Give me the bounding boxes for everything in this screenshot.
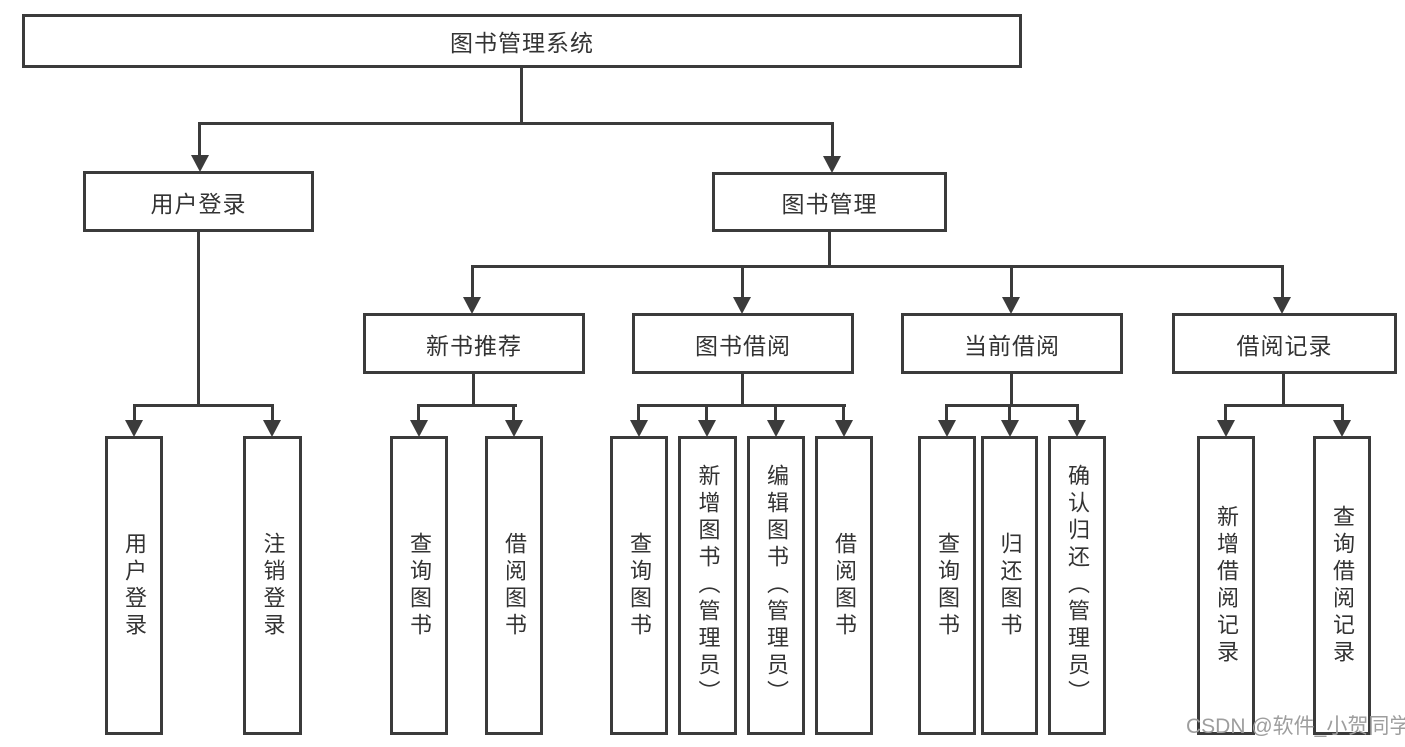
node-book-management: 图书管理	[712, 172, 947, 232]
leaf-query-books-borrow: 查询图书	[610, 436, 668, 735]
arrow-down-icon	[191, 155, 209, 172]
connector-line	[741, 374, 744, 407]
arrow-down-icon	[125, 420, 143, 437]
connector-line	[417, 404, 420, 422]
leaf-label: 查询图书	[935, 531, 960, 640]
leaf-confirm-return-admin: 确认归还（管理员）	[1048, 436, 1106, 735]
arrow-down-icon	[698, 420, 716, 437]
arrow-down-icon	[767, 420, 785, 437]
leaf-label: 确认归还（管理员）	[1065, 464, 1090, 707]
connector-line	[472, 374, 475, 407]
connector-line	[1281, 265, 1284, 299]
arrow-down-icon	[630, 420, 648, 437]
connector-line	[842, 404, 845, 422]
connector-line	[417, 404, 517, 407]
leaf-borrow-books: 借阅图书	[815, 436, 873, 735]
connector-line	[198, 122, 201, 159]
node-label: 借阅记录	[1236, 332, 1333, 359]
connector-line	[1010, 374, 1013, 407]
leaf-label: 新增借阅记录	[1214, 504, 1239, 667]
leaf-label: 编辑图书（管理员）	[764, 464, 789, 707]
connector-line	[198, 122, 834, 125]
connector-line	[1010, 265, 1013, 299]
connector-line	[471, 265, 474, 299]
leaf-label: 查询图书	[627, 531, 652, 640]
connector-line	[520, 68, 523, 124]
arrow-down-icon	[1217, 420, 1235, 437]
arrow-down-icon	[938, 420, 956, 437]
leaf-label: 新增图书（管理员）	[695, 464, 721, 707]
arrow-down-icon	[1068, 420, 1086, 437]
node-user-login: 用户登录	[83, 171, 314, 232]
node-book-borrowing: 图书借阅	[632, 313, 854, 374]
leaf-user-login: 用户登录	[105, 436, 163, 735]
connector-line	[1282, 374, 1285, 407]
arrow-down-icon	[410, 420, 428, 437]
connector-line	[705, 404, 708, 422]
node-label: 图书管理	[781, 191, 878, 217]
connector-line	[774, 404, 777, 422]
leaf-label: 用户登录	[122, 531, 147, 640]
leaf-label: 借阅图书	[502, 531, 527, 640]
arrow-down-icon	[733, 297, 751, 314]
connector-line	[1341, 404, 1344, 422]
arrow-down-icon	[263, 420, 281, 437]
node-label: 用户登录	[150, 190, 247, 217]
arrow-down-icon	[1001, 420, 1019, 437]
arrow-down-icon	[1002, 297, 1020, 314]
leaf-label: 借阅图书	[832, 531, 857, 640]
leaf-add-borrow-record: 新增借阅记录	[1197, 436, 1255, 735]
csdn-watermark: CSDN @软件_小贺同学	[1186, 715, 1405, 738]
connector-line	[831, 122, 834, 159]
connector-line	[512, 404, 515, 422]
leaf-edit-books-admin: 编辑图书（管理员）	[747, 436, 805, 735]
node-new-book-recommendation: 新书推荐	[363, 313, 585, 374]
node-borrowing-records: 借阅记录	[1172, 313, 1397, 374]
leaf-return-books: 归还图书	[981, 436, 1038, 735]
connector-line	[1008, 404, 1011, 422]
connector-line	[828, 232, 831, 268]
connector-line	[133, 404, 274, 407]
arrow-down-icon	[463, 297, 481, 314]
leaf-add-books-admin: 新增图书（管理员）	[678, 436, 737, 735]
connector-line	[741, 265, 744, 299]
node-current-borrowing: 当前借阅	[901, 313, 1123, 374]
arrow-down-icon	[835, 420, 853, 437]
node-label: 图书借阅	[695, 332, 791, 359]
node-label: 当前借阅	[964, 332, 1060, 359]
connector-line	[1076, 404, 1079, 422]
leaf-label: 归还图书	[997, 531, 1023, 640]
leaf-query-books-recommend: 查询图书	[390, 436, 448, 735]
leaf-label: 查询借阅记录	[1330, 504, 1355, 667]
node-label: 新书推荐	[426, 332, 522, 359]
connector-line	[197, 232, 200, 407]
leaf-logout-login: 注销登录	[243, 436, 302, 735]
arrow-down-icon	[1333, 420, 1351, 437]
connector-line	[133, 404, 136, 422]
connector-line	[637, 404, 846, 407]
connector-line	[271, 404, 274, 422]
connector-line	[471, 265, 1284, 268]
leaf-label: 查询图书	[407, 531, 432, 640]
leaf-borrow-books-recommend: 借阅图书	[485, 436, 543, 735]
leaf-label: 注销登录	[260, 531, 286, 640]
connector-line	[945, 404, 1079, 407]
arrow-down-icon	[823, 156, 841, 173]
connector-line	[637, 404, 640, 422]
connector-line	[945, 404, 948, 422]
node-library-management-system: 图书管理系统	[22, 14, 1022, 68]
connector-line	[1224, 404, 1344, 407]
leaf-query-borrow-record: 查询借阅记录	[1313, 436, 1371, 735]
arrow-down-icon	[505, 420, 523, 437]
node-label: 图书管理系统	[450, 30, 594, 56]
leaf-query-books-current: 查询图书	[918, 436, 976, 735]
connector-line	[1224, 404, 1227, 422]
arrow-down-icon	[1273, 297, 1291, 314]
